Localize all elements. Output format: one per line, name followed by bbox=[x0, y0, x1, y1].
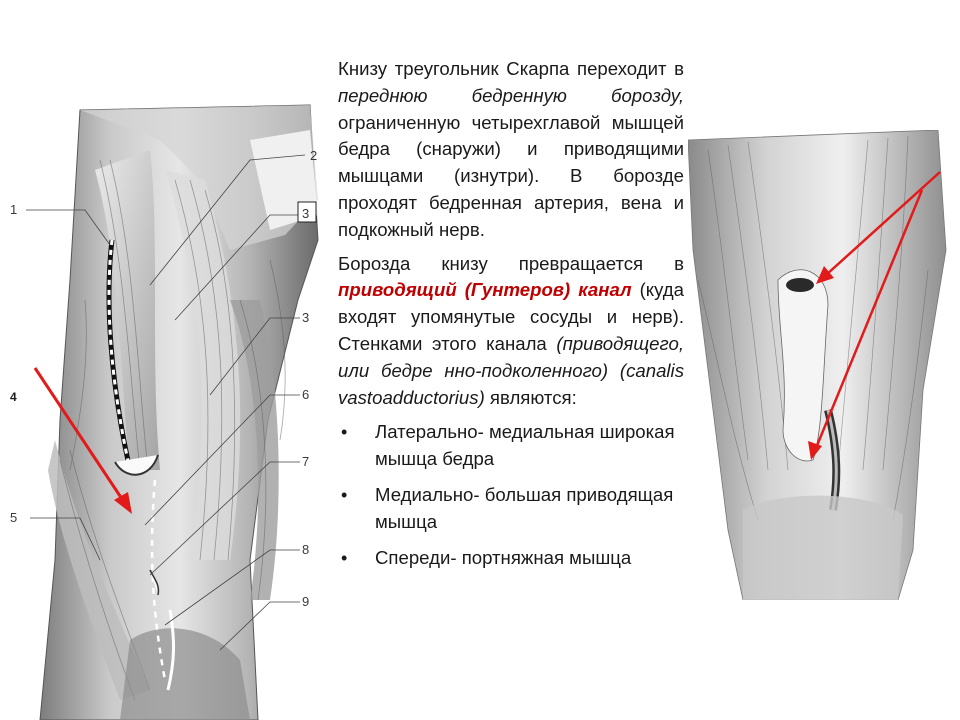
callout-4: 4 bbox=[10, 390, 17, 404]
callout-5: 5 bbox=[10, 510, 17, 525]
red-arrow-right-lower bbox=[814, 189, 924, 449]
callout-9: 9 bbox=[302, 594, 309, 609]
list-item: Спереди- портняжная мышца bbox=[338, 545, 684, 572]
list-item: Медиально- большая приводящая мышца bbox=[338, 482, 684, 536]
red-arrow-left bbox=[33, 367, 126, 503]
callout-8: 8 bbox=[302, 542, 309, 557]
callout-3: 3 bbox=[302, 310, 309, 325]
knee-region-illustration bbox=[688, 130, 947, 600]
red-arrow-right-upper bbox=[825, 171, 941, 276]
callout-3-boxed: 3 bbox=[302, 206, 309, 221]
thigh-muscles-illustration: 1 2 3 3 4 6 7 5 8 9 bbox=[10, 104, 319, 720]
canal-walls-list: Латерально- медиальная широкая мышца бед… bbox=[338, 419, 684, 571]
description-text: Книзу треугольник Скарпа переходит в пер… bbox=[338, 56, 684, 580]
adductor-canal-term: приводящий (Гунтеров) канал bbox=[338, 279, 632, 301]
canal-latin-name: (приводящего, или бедре нно-подколенного… bbox=[338, 332, 684, 408]
callout-2: 2 bbox=[310, 148, 317, 163]
callout-6: 6 bbox=[302, 387, 309, 402]
callout-7: 7 bbox=[302, 454, 309, 469]
paragraph-2: Борозда книзу превращается в приводящий … bbox=[338, 252, 684, 408]
list-item: Латерально- медиальная широкая мышца бед… bbox=[338, 419, 684, 473]
callout-1: 1 bbox=[10, 202, 17, 217]
paragraph-1: Книзу треугольник Скарпа переходит в пер… bbox=[338, 58, 684, 240]
anterior-femoral-groove-term: переднюю бедренную борозду, bbox=[338, 84, 684, 106]
